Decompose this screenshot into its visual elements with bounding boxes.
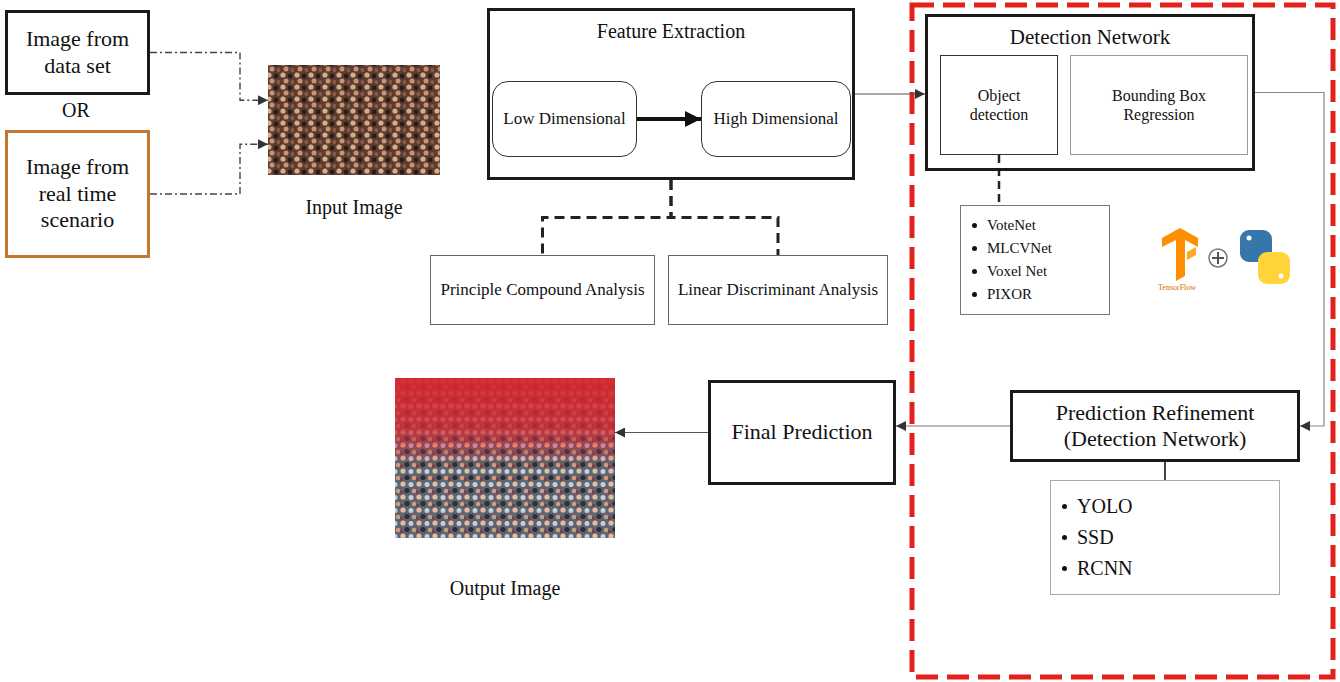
connector bbox=[615, 432, 708, 433]
connector bbox=[1164, 462, 1166, 480]
process-box: Image from data set bbox=[5, 10, 150, 95]
process-box: Final Prediction bbox=[708, 380, 896, 485]
connector bbox=[150, 53, 268, 101]
connector bbox=[855, 93, 925, 94]
image-caption: Input Image bbox=[305, 195, 402, 219]
python-logo bbox=[1240, 230, 1290, 284]
detection-overlay bbox=[395, 378, 615, 538]
image-panel: Input Image bbox=[268, 65, 440, 175]
separator-text: OR bbox=[62, 98, 90, 122]
connector bbox=[1255, 93, 1324, 427]
connector bbox=[543, 180, 672, 255]
box-text: Image from data set bbox=[16, 26, 139, 79]
connector bbox=[998, 155, 1001, 205]
process-box: Object detection bbox=[940, 55, 1058, 155]
process-box: Low Dimensional bbox=[492, 81, 637, 157]
list-box: YOLOSSDRCNN bbox=[1050, 480, 1280, 595]
process-box: High Dimensional bbox=[701, 81, 851, 157]
logo-wordmark: TensorFlow bbox=[1158, 283, 1196, 293]
box-text: Low Dimensional bbox=[503, 109, 625, 129]
list-item: RCNN bbox=[1077, 553, 1133, 584]
connector bbox=[671, 180, 778, 255]
box-text: Object detection bbox=[949, 86, 1049, 124]
list-item: YOLO bbox=[1077, 491, 1133, 522]
box-text: Final Prediction bbox=[731, 419, 872, 445]
group-title: Feature Extraction bbox=[597, 19, 745, 43]
crowd-photo bbox=[395, 378, 615, 538]
group-title: Detection Network bbox=[1010, 25, 1170, 50]
box-text: Image from real time scenario bbox=[16, 154, 139, 233]
process-box: Prediction Refinement (Detection Network… bbox=[1010, 390, 1300, 462]
region-outline bbox=[912, 5, 1333, 677]
image-panel: Output Image bbox=[395, 378, 615, 538]
list-item: SSD bbox=[1077, 522, 1114, 553]
image-caption: Output Image bbox=[450, 576, 561, 600]
plus-symbol bbox=[1209, 249, 1227, 267]
connector bbox=[896, 425, 1010, 426]
group-box: Feature ExtractionLow Dimensional High Di… bbox=[487, 8, 855, 180]
list-box: VoteNetMLCVNetVoxel NetPIXOR bbox=[960, 205, 1110, 315]
list-item: MLCVNet bbox=[987, 237, 1052, 260]
process-box: Linear Discriminant Analysis bbox=[668, 255, 888, 325]
box-text: Linear Discriminant Analysis bbox=[678, 280, 878, 300]
process-box: Principle Compound Analysis bbox=[430, 255, 655, 325]
box-text: Bounding Box Regression bbox=[1079, 86, 1239, 124]
tensorflow-logo bbox=[1162, 228, 1198, 281]
box-text: High Dimensional bbox=[713, 109, 838, 129]
list-item: Voxel Net bbox=[987, 260, 1047, 283]
box-text: Prediction Refinement (Detection Network… bbox=[1021, 400, 1289, 453]
list-item: PIXOR bbox=[987, 283, 1032, 306]
list-item: VoteNet bbox=[987, 214, 1036, 237]
group-box: Detection NetworkObject detection Boundin… bbox=[925, 14, 1255, 171]
connector bbox=[637, 117, 701, 121]
box-text: Principle Compound Analysis bbox=[441, 280, 645, 300]
connector bbox=[150, 144, 268, 194]
crowd-photo bbox=[268, 65, 440, 175]
process-box: Image from real time scenario bbox=[5, 130, 150, 258]
process-box: Bounding Box Regression bbox=[1070, 55, 1248, 155]
